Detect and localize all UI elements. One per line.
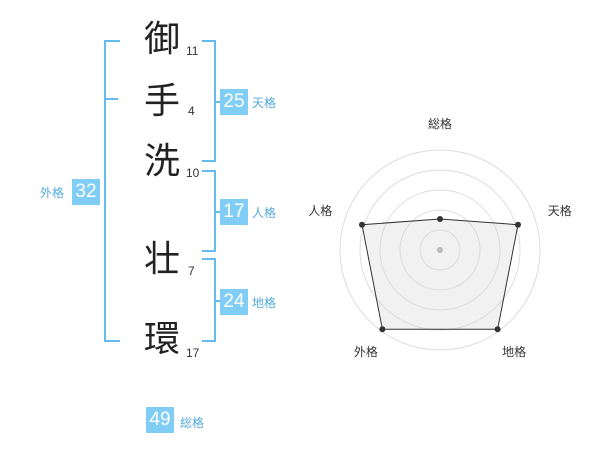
stroke-count-3: 10 xyxy=(186,166,200,180)
soukaku-label: 総格 xyxy=(180,416,205,430)
radar-grid-ring xyxy=(339,149,541,351)
tenkaku-tick xyxy=(216,101,222,103)
jinkaku-bracket xyxy=(202,170,216,252)
gaikaku-inner-tick xyxy=(104,98,118,100)
gaikaku-label: 外格 xyxy=(40,186,65,200)
name-char-1: 御 xyxy=(143,19,180,60)
radar-point-4 xyxy=(379,326,386,333)
name-char-5: 環 xyxy=(143,319,180,360)
radar-axis-label-1: 総格 xyxy=(428,116,452,131)
chikaku-tick xyxy=(216,300,222,302)
chikaku-badge: 24 xyxy=(220,289,248,315)
radar-grid-ring xyxy=(419,229,461,271)
name-char-4: 壮 xyxy=(143,239,180,280)
stroke-count-4: 7 xyxy=(188,264,195,278)
name-char-2: 手 xyxy=(143,81,180,122)
radar-grid-ring xyxy=(399,209,481,291)
tenkaku-label: 天格 xyxy=(252,96,277,110)
stroke-count-2: 4 xyxy=(188,104,195,118)
radar-axis-label-5: 人格 xyxy=(308,203,332,218)
radar-point-2 xyxy=(515,221,521,228)
radar-point-1 xyxy=(437,216,443,222)
radar-axis-label-4: 外格 xyxy=(354,344,378,359)
radar-center-point xyxy=(437,247,443,253)
soukaku-badge: 49 xyxy=(146,407,174,433)
radar-axis-label-3: 地格 xyxy=(502,344,526,359)
jinkaku-badge: 17 xyxy=(220,199,248,225)
radar-grid-ring xyxy=(379,189,501,311)
name-char-3: 洗 xyxy=(143,141,180,182)
radar-series-area xyxy=(361,218,519,330)
chikaku-bracket xyxy=(202,258,216,342)
jinkaku-label: 人格 xyxy=(252,206,277,220)
radar-point-5 xyxy=(359,221,365,228)
tenkaku-bracket xyxy=(202,40,216,162)
gaikaku-badge: 32 xyxy=(72,179,100,205)
gaikaku-bracket xyxy=(104,40,120,342)
radar-point-3 xyxy=(494,326,501,333)
stroke-count-5: 17 xyxy=(186,346,200,360)
radar-grid-ring xyxy=(359,169,521,331)
chikaku-label: 地格 xyxy=(252,296,277,310)
radar-axis-label-2: 天格 xyxy=(548,203,572,218)
stroke-count-1: 11 xyxy=(186,44,199,58)
jinkaku-tick xyxy=(216,211,222,213)
tenkaku-badge: 25 xyxy=(220,89,248,115)
